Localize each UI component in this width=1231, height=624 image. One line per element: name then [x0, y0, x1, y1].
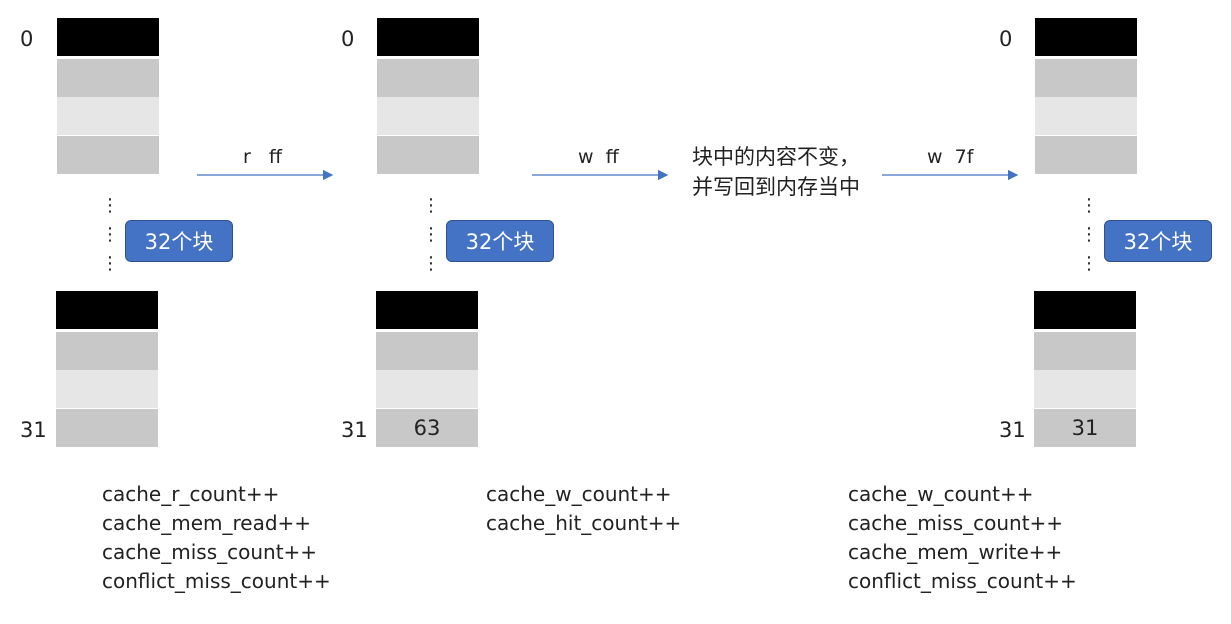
ellipsis-dots: ⋮⋮⋮	[101, 195, 119, 274]
ellipsis-dots: ⋮⋮⋮	[1080, 195, 1098, 274]
cache-block	[376, 291, 478, 329]
operation-label-write: w ff	[578, 146, 619, 168]
cache-block	[1034, 332, 1136, 370]
counter-list: cache_r_count++ cache_mem_read++ cache_m…	[102, 480, 331, 596]
block-count-badge: 32个块	[125, 220, 233, 262]
cache-block	[1035, 97, 1137, 135]
counter-item: cache_miss_count++	[848, 511, 1064, 535]
counter-item: cache_miss_count++	[102, 540, 318, 564]
cache-block	[56, 370, 158, 408]
cache-block	[377, 18, 479, 56]
write-back-note: 块中的内容不变，并写回到内存当中	[692, 145, 860, 199]
index-label-top: 0	[20, 27, 34, 51]
block-count-badge: 32个块	[446, 220, 554, 262]
cache-block	[376, 370, 478, 408]
cache-block	[57, 136, 159, 174]
index-label-bottom: 31	[20, 418, 47, 442]
counter-list: cache_w_count++ cache_miss_count++ cache…	[848, 480, 1077, 596]
counter-item: cache_mem_write++	[848, 540, 1063, 564]
cache-block	[56, 291, 158, 329]
counter-item: cache_w_count++	[486, 482, 672, 506]
cache-block-last	[56, 409, 158, 447]
counter-item: cache_r_count++	[102, 482, 280, 506]
cache-block	[1035, 59, 1137, 97]
index-label-top: 0	[341, 27, 355, 51]
cache-block	[377, 136, 479, 174]
cache-block	[57, 59, 159, 97]
index-label-top: 0	[999, 27, 1013, 51]
cache-block	[377, 59, 479, 97]
cache-block	[376, 332, 478, 370]
ellipsis-dots: ⋮⋮⋮	[422, 195, 440, 274]
counter-item: cache_mem_read++	[102, 511, 312, 535]
cache-block-last: 31	[1034, 409, 1136, 447]
cache-block	[1035, 18, 1137, 56]
cache-block	[57, 18, 159, 56]
index-label-bottom: 31	[341, 418, 368, 442]
cache-block	[57, 97, 159, 135]
counter-item: conflict_miss_count++	[102, 569, 331, 593]
index-label-bottom: 31	[999, 418, 1026, 442]
counter-item: cache_w_count++	[848, 482, 1034, 506]
counter-list: cache_w_count++ cache_hit_count++	[486, 480, 681, 538]
cache-block	[1034, 291, 1136, 329]
cache-block	[377, 97, 479, 135]
cache-block-last: 63	[376, 409, 478, 447]
cache-block	[1034, 370, 1136, 408]
operation-label-write-2: w 7f	[927, 146, 974, 168]
operation-label-read: r ff	[243, 146, 283, 168]
counter-item: conflict_miss_count++	[848, 569, 1077, 593]
block-count-badge: 32个块	[1104, 220, 1212, 262]
cache-block	[1035, 136, 1137, 174]
counter-item: cache_hit_count++	[486, 511, 682, 535]
cache-block	[56, 332, 158, 370]
